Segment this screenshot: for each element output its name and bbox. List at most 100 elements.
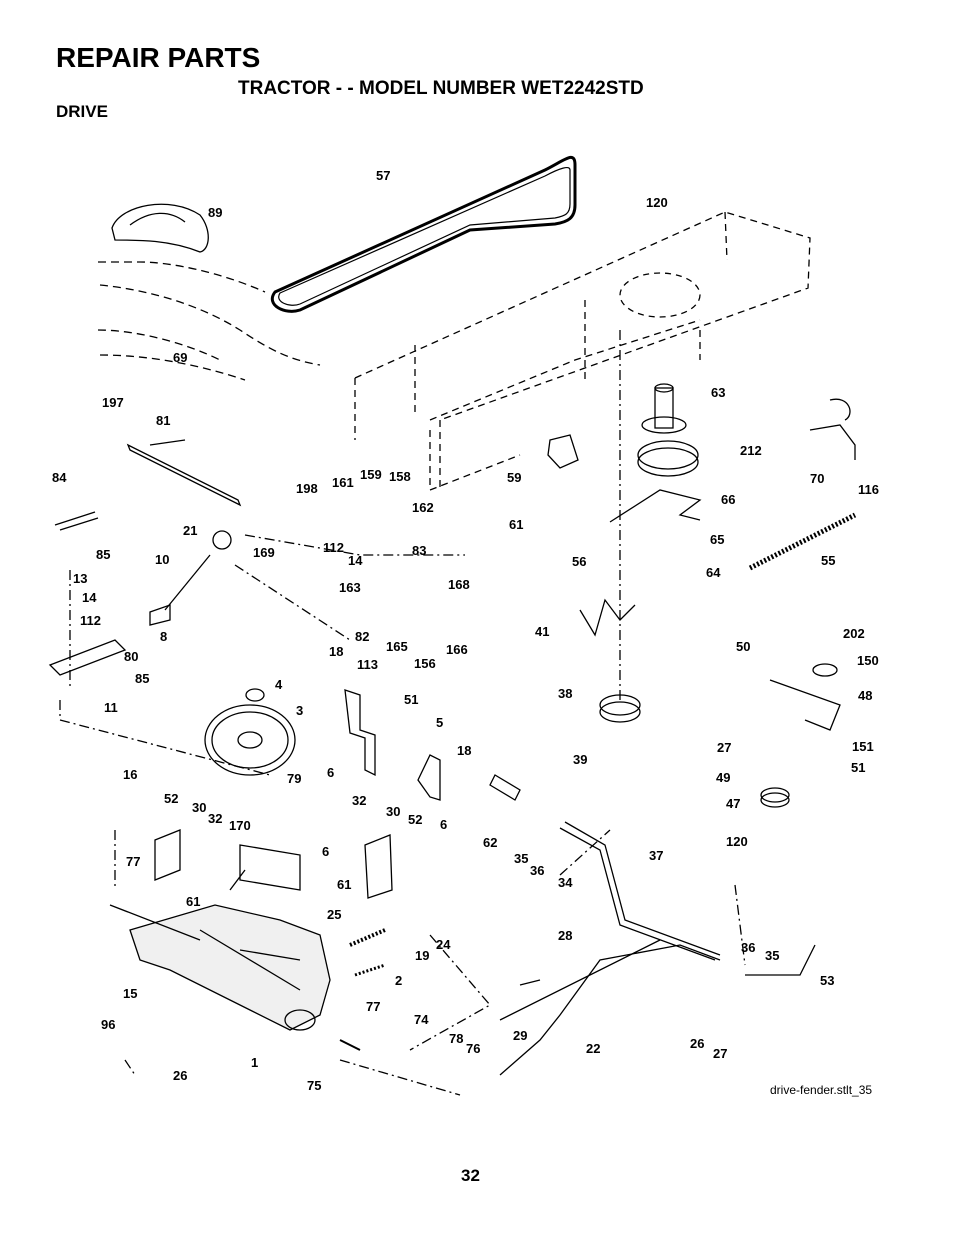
- callout-p169: 169: [253, 545, 275, 560]
- callout-p82: 82: [355, 629, 369, 644]
- callout-p35b: 35: [765, 948, 779, 963]
- callout-p25: 25: [327, 907, 341, 922]
- callout-p84: 84: [52, 470, 67, 485]
- shift-lever: [54, 511, 99, 531]
- brake-arm: [417, 754, 441, 801]
- callout-p85a: 85: [96, 547, 110, 562]
- pedal-shaft: [489, 774, 521, 801]
- callout-p159: 159: [360, 467, 382, 482]
- callout-p75: 75: [307, 1078, 321, 1093]
- callout-p74: 74: [414, 1012, 429, 1027]
- callout-p52a: 52: [164, 791, 178, 806]
- page-number: 32: [461, 1166, 480, 1185]
- callout-p112a: 112: [323, 540, 344, 555]
- callout-p47: 47: [726, 796, 740, 811]
- callout-p26a: 26: [173, 1068, 187, 1083]
- callout-p1: 1: [251, 1055, 258, 1070]
- callout-p6c: 6: [322, 844, 329, 859]
- belt-keeper: [579, 598, 636, 637]
- callout-p41: 41: [535, 624, 549, 639]
- control-rod: [164, 554, 211, 611]
- idler-pulley: [599, 694, 641, 716]
- callout-p63: 63: [711, 385, 725, 400]
- callout-p116: 116: [858, 482, 879, 497]
- callout-p50: 50: [736, 639, 750, 654]
- callout-p151: 151: [852, 739, 874, 754]
- callout-p8: 8: [160, 629, 167, 644]
- callout-p166: 166: [446, 642, 468, 657]
- callout-p70: 70: [810, 471, 824, 486]
- callout-p165: 165: [386, 639, 408, 654]
- callout-p14b: 14: [82, 590, 97, 605]
- drive-belt: [271, 155, 577, 313]
- callout-p10: 10: [155, 552, 169, 567]
- mount-plate: [48, 639, 127, 676]
- callout-p32a: 32: [352, 793, 366, 808]
- callout-p21: 21: [183, 523, 197, 538]
- callout-p79: 79: [287, 771, 301, 786]
- callout-p77a: 77: [126, 854, 140, 869]
- callout-p11: 11: [104, 700, 118, 715]
- belt-guide-bracket: [609, 489, 702, 523]
- callout-p28: 28: [558, 928, 572, 943]
- callout-p156: 156: [414, 656, 436, 671]
- callout-p64: 64: [706, 565, 721, 580]
- transaxle: [129, 904, 331, 1031]
- callout-p6b: 6: [440, 817, 447, 832]
- callout-p212: 212: [740, 443, 762, 458]
- callout-p61a: 61: [509, 517, 523, 532]
- callout-p26b: 26: [690, 1036, 704, 1051]
- callout-p19: 19: [415, 948, 429, 963]
- callout-p6a: 6: [327, 765, 334, 780]
- callout-p81: 81: [156, 413, 170, 428]
- section-heading: DRIVE: [56, 102, 108, 121]
- callout-p3: 3: [296, 703, 303, 718]
- callout-p83: 83: [412, 543, 426, 558]
- engine-pulley-shaft: [654, 387, 674, 429]
- brake-link-rod: [499, 939, 661, 1021]
- callout-p198: 198: [296, 481, 318, 496]
- brake-shaft: [559, 821, 721, 961]
- callout-p113: 113: [357, 657, 378, 672]
- callout-p65: 65: [710, 532, 724, 547]
- callout-p202: 202: [843, 626, 865, 641]
- callout-p163: 163: [339, 580, 361, 595]
- callout-p96: 96: [101, 1017, 115, 1032]
- callout-p29: 29: [513, 1028, 527, 1043]
- callout-p80: 80: [124, 649, 138, 664]
- mount-bracket-right: [364, 834, 393, 899]
- callout-p37: 37: [649, 848, 663, 863]
- shift-rod: [126, 443, 242, 507]
- clutch-rod: [499, 944, 721, 1076]
- callout-p14a: 14: [348, 553, 363, 568]
- callout-p161: 161: [332, 475, 354, 490]
- callout-p59: 59: [507, 470, 521, 485]
- callout-p2: 2: [395, 973, 402, 988]
- callout-p27a: 27: [717, 740, 731, 755]
- callout-p13: 13: [73, 571, 87, 586]
- callout-p120a: 120: [646, 195, 668, 210]
- callout-p36a: 36: [530, 863, 544, 878]
- model-subtitle: TRACTOR - - MODEL NUMBER WET2242STD: [238, 78, 644, 99]
- callout-p197: 197: [102, 395, 124, 410]
- brake-rod: [229, 844, 301, 891]
- callout-p56: 56: [572, 554, 586, 569]
- callout-p162: 162: [412, 500, 434, 515]
- callout-p78: 78: [449, 1031, 463, 1046]
- callout-p34: 34: [558, 875, 573, 890]
- callout-p158: 158: [389, 469, 411, 484]
- transaxle-pulley: [204, 704, 296, 776]
- belt-guide-rod: [809, 398, 856, 460]
- belt-guard-bracket: [547, 434, 579, 469]
- callout-p39: 39: [573, 752, 587, 767]
- callout-p16: 16: [123, 767, 137, 782]
- callout-p85b: 85: [135, 671, 149, 686]
- callout-p150: 150: [857, 653, 879, 668]
- clutch-spring: [349, 928, 386, 947]
- callout-p168: 168: [448, 577, 470, 592]
- callout-p66: 66: [721, 492, 735, 507]
- tractor-frame: [354, 211, 811, 490]
- callout-p77b: 77: [366, 999, 380, 1014]
- callout-p30b: 30: [386, 804, 400, 819]
